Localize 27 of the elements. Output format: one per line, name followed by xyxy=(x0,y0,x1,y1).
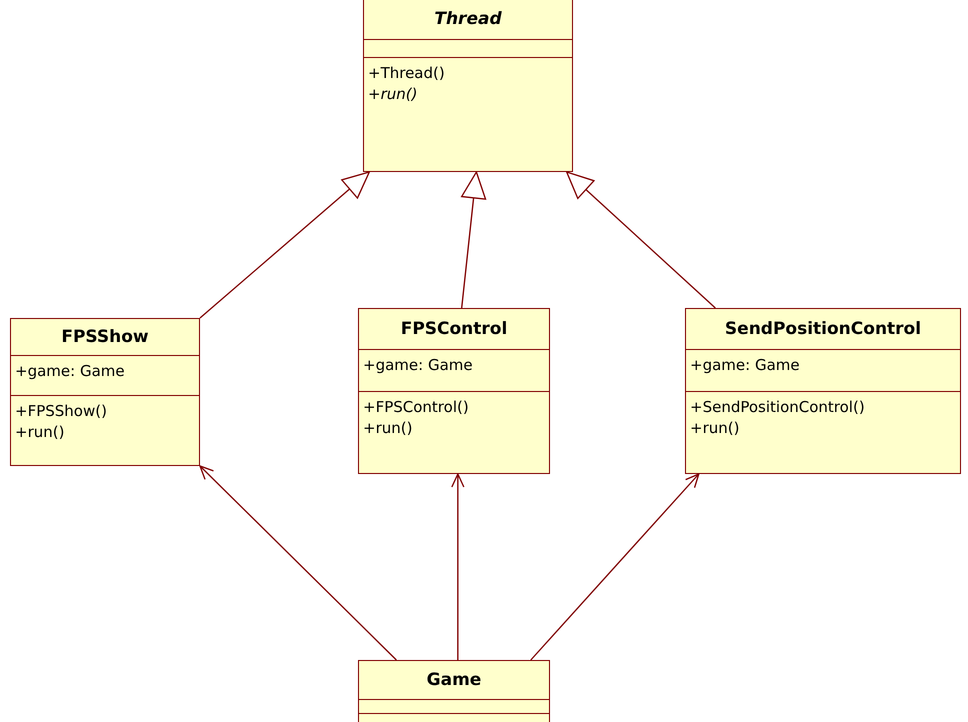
class-name: FPSControl xyxy=(400,318,508,341)
member-text: +game: Game xyxy=(690,356,801,374)
class-name: FPSShow xyxy=(60,326,150,349)
class-box xyxy=(363,0,573,172)
class-name: Thread xyxy=(433,8,503,31)
class-box xyxy=(685,308,961,474)
association-arrow xyxy=(199,465,397,660)
generalization-arrow xyxy=(461,171,486,308)
member-text: +game: Game xyxy=(15,362,126,380)
association-arrow xyxy=(530,473,700,660)
class-box xyxy=(358,660,550,722)
class-name: Game xyxy=(426,669,482,692)
generalization-arrow xyxy=(566,171,716,308)
association-arrow xyxy=(451,473,464,660)
member-text: +run() xyxy=(363,419,414,437)
generalization-arrow xyxy=(200,171,370,318)
member-text: +Thread() xyxy=(368,64,446,82)
member-text: +run() xyxy=(368,85,418,103)
member-text: +FPSShow() xyxy=(15,402,108,420)
member-text: +FPSControl() xyxy=(363,398,470,416)
member-text: +SendPositionControl() xyxy=(690,398,866,416)
member-text: +run() xyxy=(690,419,740,437)
class-box xyxy=(358,308,550,474)
member-text: +game: Game xyxy=(363,356,474,374)
class-box xyxy=(10,318,200,466)
member-text: +run() xyxy=(15,423,66,441)
class-name: SendPositionControl xyxy=(724,318,922,341)
